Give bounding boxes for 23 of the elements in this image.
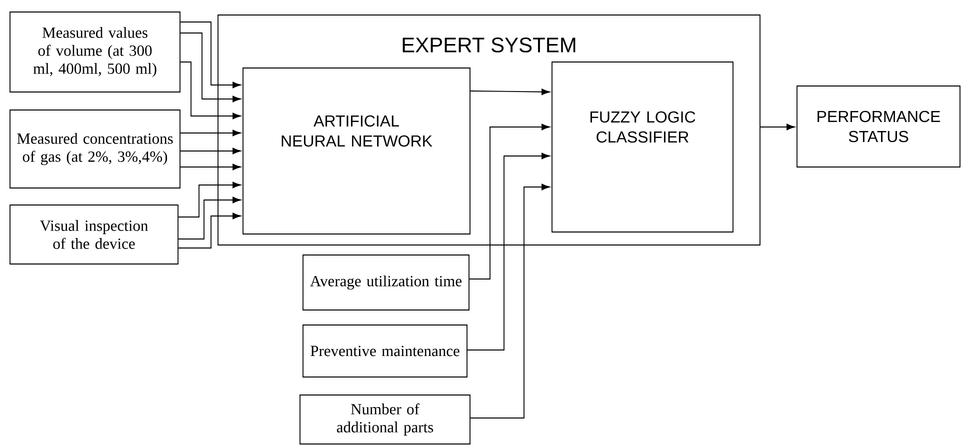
arrow [180, 32, 242, 102]
input-box: Measured concentrations of gas (at 2%, 3%,4%) [10, 110, 180, 188]
arrow [470, 88, 550, 96]
arrow [470, 184, 550, 418]
input-box: Number of additional parts [300, 394, 470, 444]
input-box: Measured values of volume (at 300 ml, 400ml, 500 ml) [10, 12, 180, 92]
arrow [180, 148, 242, 154]
arrow [760, 124, 796, 130]
arrow [178, 196, 242, 240]
status-box: PERFORMANCE STATUS [796, 86, 960, 168]
arrow [178, 182, 242, 218]
arrow [467, 152, 550, 350]
input-box: Preventive maintenance [302, 324, 468, 378]
arrow [469, 124, 550, 280]
classifier-box: FUZZY LOGIC CLASSIFIER [552, 62, 734, 232]
input-box: Visual inspection of the device [10, 204, 178, 264]
arrow [178, 212, 242, 248]
arrow [180, 22, 242, 88]
arrow [180, 164, 242, 170]
input-box: Average utilization time [302, 254, 470, 310]
network-box: ARTIFICIAL NEURAL NETWORK [242, 68, 470, 234]
arrow [180, 62, 242, 120]
arrow [180, 130, 242, 136]
